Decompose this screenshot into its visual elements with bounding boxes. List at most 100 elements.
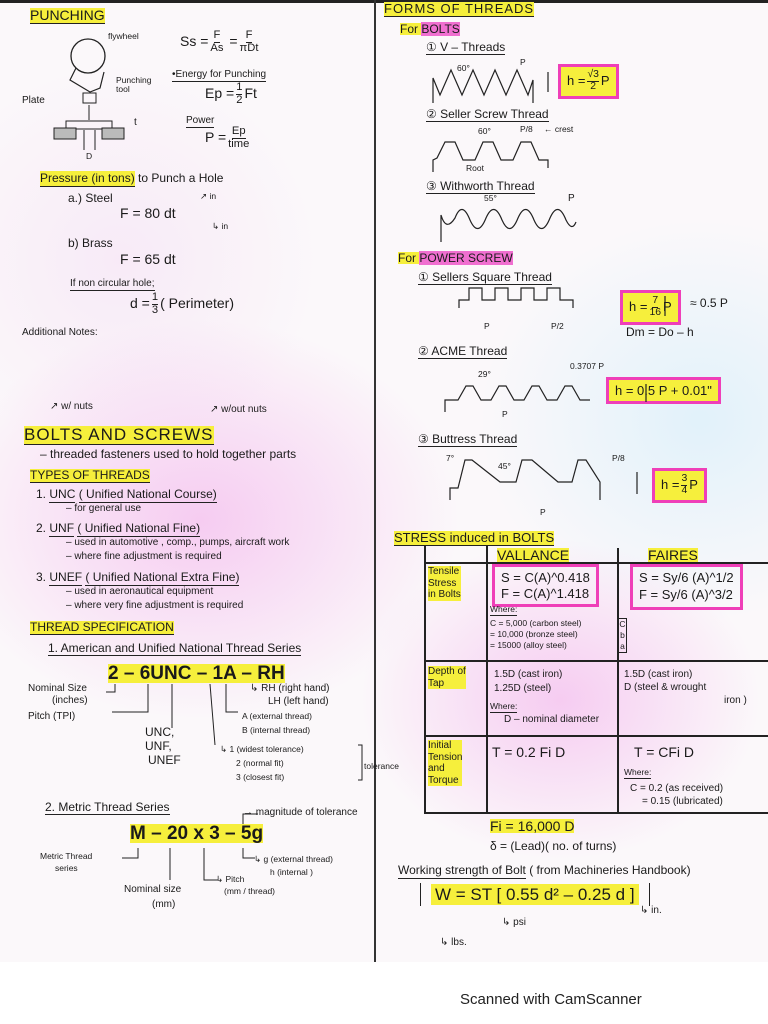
punching-title: PUNCHING (30, 7, 105, 24)
v-pitch: P (520, 57, 526, 67)
punching-tool-label: Punching tool (116, 75, 152, 94)
acme-crest: 0.3707 P (570, 361, 605, 371)
buttress-7-angle: 7° (446, 453, 455, 463)
col-vallance: VALLANCE (497, 547, 570, 563)
square-half-pitch: P/2 (551, 321, 564, 331)
cba-note: C b a (618, 618, 627, 654)
metric-pitch: ↳ Pitch (216, 874, 245, 884)
where-label: Where: (624, 767, 652, 779)
type-full-name: ( Unified National Fine) (77, 521, 201, 537)
brass-label: b) Brass (68, 236, 113, 250)
metric-heading: 2. Metric Thread Series (45, 800, 170, 815)
inch-unit: ↳ in. (640, 905, 662, 916)
type-number: 1. (36, 487, 47, 501)
steel-formula: F = 80 dt (120, 205, 176, 221)
diameter-label: D (86, 151, 93, 161)
metric-series-label: series (55, 863, 78, 873)
inches-label: (inches) (52, 695, 88, 706)
plate-label: Plate (22, 95, 45, 106)
thread-external: A (external thread) (242, 711, 312, 721)
root-label: Root (466, 163, 484, 173)
nominal-diameter-note: D – nominal diameter (504, 714, 600, 725)
delta-formula: δ = (Lead)( no. of turns) (490, 839, 617, 853)
torque-c-values: C = 0.2 (as received)= 0.15 (lubricated) (630, 783, 724, 807)
table-line (617, 548, 619, 813)
lbs-unit: ↳ lbs. (440, 937, 467, 948)
type-name: UNF (49, 521, 75, 537)
type-note: – where fine adjustment is required (66, 551, 222, 562)
with-nuts-note: ↗ w/ nuts (50, 401, 93, 412)
acme-thread-profile (444, 385, 590, 412)
table-line (424, 545, 426, 813)
where-label: Where: (490, 604, 518, 616)
thread-type-unef: 3. UNEF ( Unified National Extra Fine) (36, 570, 240, 586)
vallance-torque: T = 0.2 Fi D (492, 744, 566, 760)
brass-formula: F = 65 dt (120, 251, 176, 267)
mean-diameter: Dm = Do – h (626, 325, 694, 339)
pitch-label: Pitch (TPI) (28, 711, 76, 722)
where-label: Where: (490, 701, 518, 713)
noncircular-label: If non circular hole; (70, 278, 155, 291)
withworth-thread-profile (440, 208, 577, 242)
crest-label: ← crest (544, 124, 574, 134)
type-note: – for general use (66, 503, 142, 514)
col-faires: FAIRES (648, 547, 698, 563)
table-line (424, 660, 768, 662)
punching-diagram (53, 38, 125, 150)
steel-label: a.) Steel (68, 191, 113, 205)
seller-thread-profile (432, 141, 549, 172)
square-approx: ≈ 0.5 P (690, 296, 728, 310)
acme-height-formula: h = 0.5 P + 0.01" (606, 377, 721, 404)
camscanner-watermark: Scanned with CamScanner (460, 991, 642, 1008)
working-strength-formula-box: W = ST [ 0.55 d² – 0.25 d ] (420, 883, 650, 906)
thread-internal: B (internal thread) (242, 725, 311, 735)
metric-code: M – 20 x 3 – 5g (130, 823, 264, 844)
type-note: – where very fine adjustment is required (66, 600, 244, 611)
v-angle: 60° (457, 63, 470, 73)
buttress-crest: P/8 (612, 453, 625, 463)
thread-type-unc: 1. UNC ( Unified National Course) (36, 487, 217, 503)
vallance-depth: 1.5D (cast iron)1.25D (steel) (494, 669, 563, 694)
initial-tension-formula: Fi = 16,000 D (490, 818, 575, 834)
thread-type-unf: 2. UNF ( Unified National Fine) (36, 521, 201, 537)
power-label: Power (186, 115, 215, 128)
seller-angle: 60° (478, 126, 491, 136)
square-heading: ① Sellers Square Thread (418, 270, 552, 285)
psi-unit: ↳ psi (502, 917, 526, 928)
spec-title: THREAD SPECIFICATION (30, 620, 174, 635)
faires-torque: T = CFi D (634, 744, 695, 760)
for-power-screw: For POWER SCREW (398, 251, 513, 265)
hand-rh: ↳ RH (right hand) (250, 683, 330, 694)
in-label: ↗ in (200, 191, 217, 201)
working-strength-heading: Working strength of Bolt ( from Machiner… (398, 863, 691, 879)
working-strength-formula: W = ST [ 0.55 d² – 0.25 d ] (431, 884, 639, 905)
series-unf: UNF, (145, 739, 172, 753)
acme-heading: ② ACME Thread (418, 344, 508, 359)
buttress-45-angle: 45° (498, 461, 511, 471)
nominal-size-label: Nominal Size (28, 683, 87, 694)
spec-arrows (106, 683, 363, 881)
type-number: 3. (36, 570, 47, 584)
type-name: UNEF (49, 570, 83, 586)
fit-2: 2 (normal fit) (236, 758, 284, 768)
table-line (424, 562, 768, 564)
withworth-angle: 55° (484, 193, 497, 203)
buttress-thread-profile (449, 459, 601, 500)
stress-title: STRESS induced in BOLTS (394, 530, 555, 546)
scan-edge (0, 0, 768, 3)
type-number: 2. (36, 521, 47, 535)
without-nuts-note: ↗ w/out nuts (210, 404, 267, 415)
v-threads-heading: ① V – Threads (426, 40, 506, 55)
thread-profiles (432, 68, 666, 500)
metric-series-label: Metric Thread (40, 851, 93, 861)
metric-nominal: (mm) (152, 899, 176, 910)
seller-crest-width: P/8 (520, 124, 533, 134)
american-heading: 1. American and Unified National Thread … (48, 641, 302, 656)
